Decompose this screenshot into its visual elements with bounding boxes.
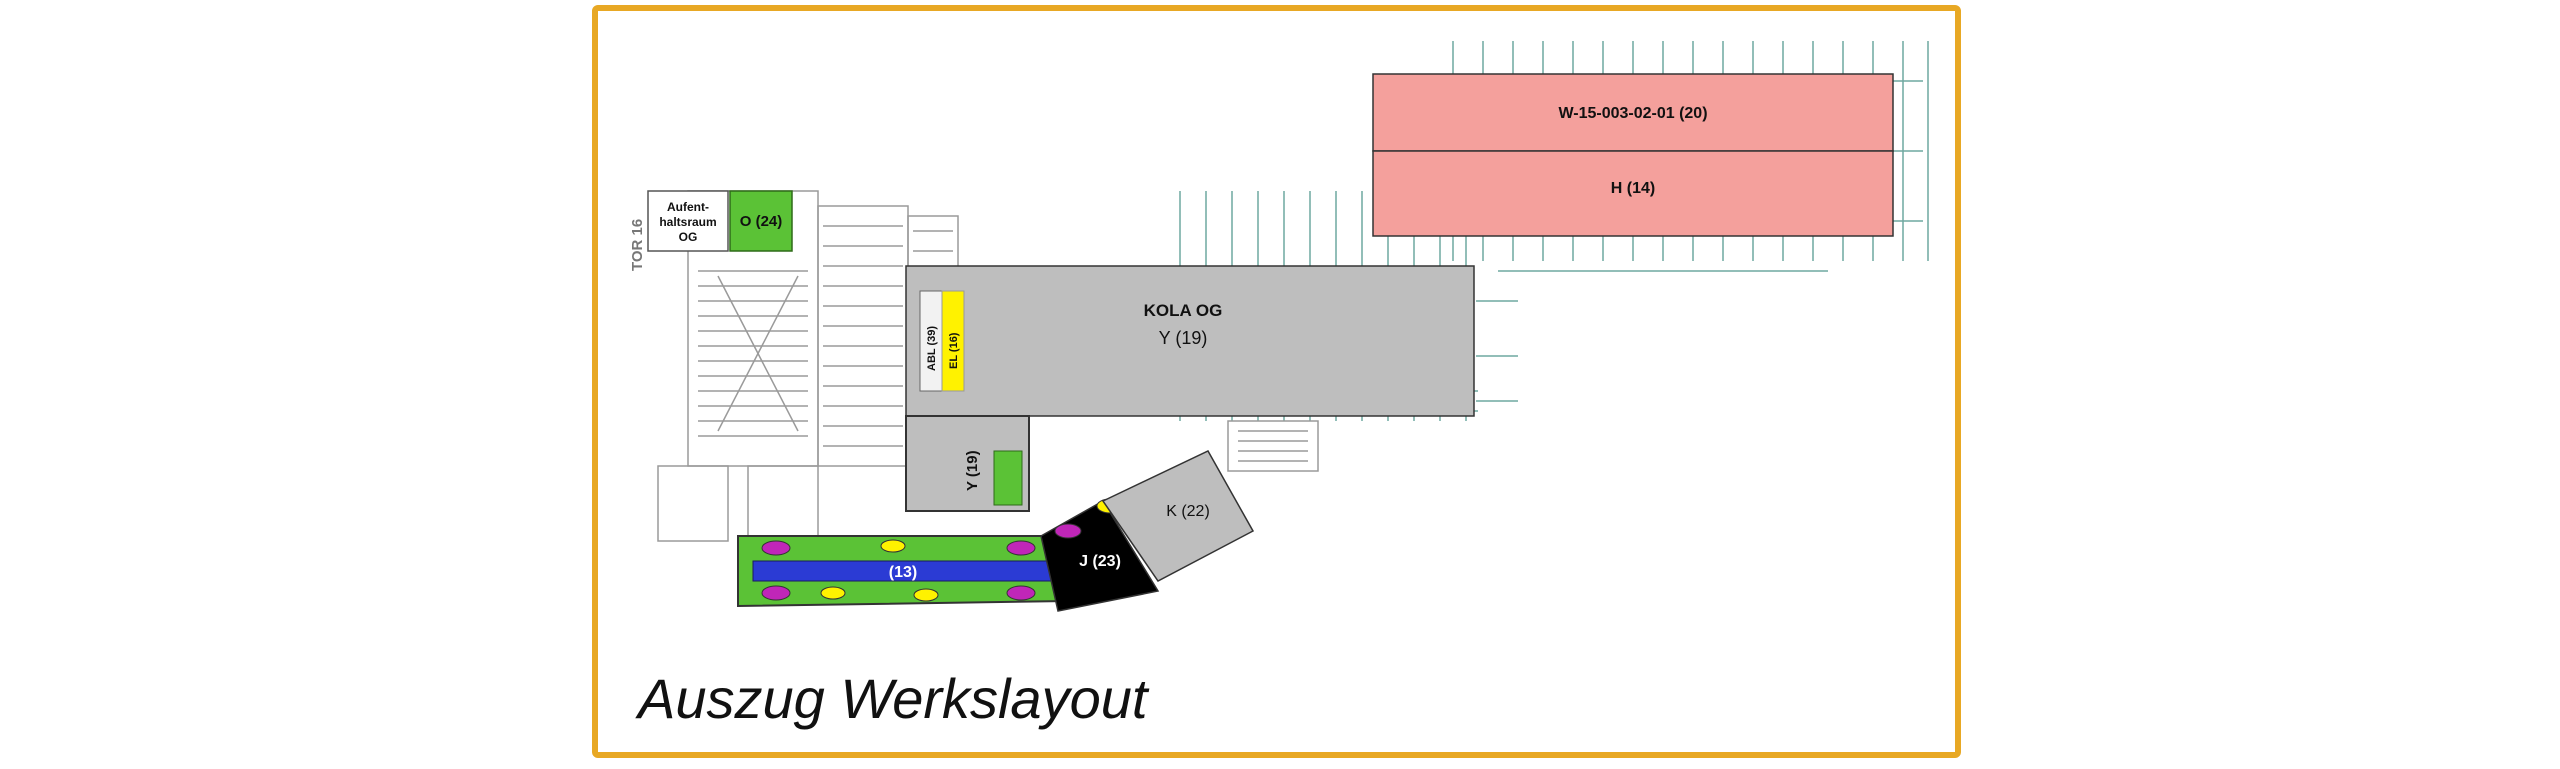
- marker-yellow: [820, 586, 846, 600]
- marker-yellow: [880, 539, 906, 553]
- zone-o24-label: O (24): [740, 213, 783, 230]
- zone-el-label: EL (16): [948, 332, 960, 369]
- zone-kola-og: [905, 265, 1475, 417]
- zone-13-label: (13): [889, 564, 917, 581]
- zone-el: [941, 290, 965, 392]
- zone-k22-label: K (22): [1166, 503, 1210, 520]
- aufenthaltsraum-label-2: haltsraum: [659, 215, 716, 229]
- marker-magenta: [761, 540, 791, 556]
- aufenthaltsraum-label-1: Aufent-: [667, 200, 709, 214]
- marker-magenta: [1054, 523, 1082, 539]
- zone-w15-label: W-15-003-02-01 (20): [1558, 105, 1707, 122]
- zone-kola-og-label: KOLA OG: [1144, 301, 1223, 320]
- zone-w15: [1372, 73, 1894, 152]
- zone-j23-label: J (23): [1079, 553, 1121, 570]
- aufenthaltsraum-label-3: OG: [679, 230, 698, 244]
- plant-layout-diagram: Aufent- haltsraum OG O (24) TOR 16 W-15-…: [629, 41, 1929, 612]
- tor16-label: TOR 16: [629, 219, 646, 271]
- figure-frame: Aufent- haltsraum OG O (24) TOR 16 W-15-…: [592, 5, 1961, 758]
- marker-magenta: [761, 585, 791, 601]
- aufenthaltsraum-room: [647, 190, 729, 252]
- zone-y19-green-box: [993, 450, 1023, 506]
- zone-abl-label: ABL (39): [926, 326, 938, 371]
- marker-magenta: [1006, 585, 1036, 601]
- marker-yellow: [913, 588, 939, 602]
- zone-h14: [1372, 150, 1894, 237]
- zone-h14-label: H (14): [1611, 180, 1655, 197]
- zone-o24: [729, 190, 793, 252]
- figure-caption: Auszug Werkslayout: [638, 667, 1148, 730]
- zone-y19-label: Y (19): [1159, 328, 1208, 348]
- zone-k22: [1101, 450, 1255, 582]
- marker-magenta: [1006, 540, 1036, 556]
- zone-y19-small-label: Y (19): [964, 450, 981, 491]
